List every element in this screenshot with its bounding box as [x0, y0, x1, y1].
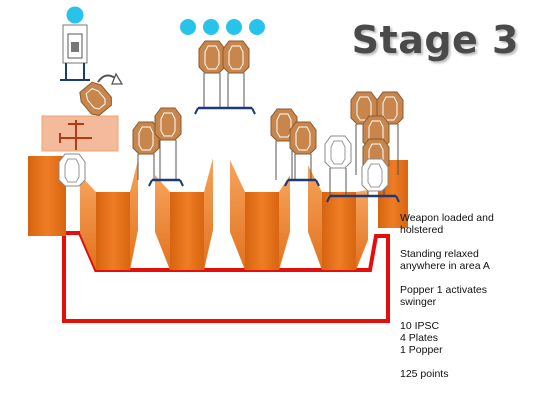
swinger-box: [41, 115, 119, 152]
no-shoot-target: [58, 153, 86, 187]
targets-layer: [58, 40, 404, 203]
target-stand: [284, 178, 320, 187]
points-total: 125 points: [400, 368, 528, 380]
swinger-arm: [59, 120, 92, 150]
plate: [203, 19, 219, 35]
target-count-line: 1 Popper: [400, 344, 443, 356]
start-position-line: Standing relaxed: [400, 248, 479, 260]
target-count-line: 4 Plates: [400, 332, 438, 344]
wall-bay-3: [230, 160, 290, 270]
activation-line: swinger: [400, 296, 437, 308]
activation-line: Popper 1 activates: [400, 284, 487, 296]
target-stand: [194, 106, 256, 115]
wall-bay-1: [80, 160, 138, 270]
activation-note: Popper 1 activates swinger: [400, 284, 528, 308]
points-line: 125 points: [400, 368, 449, 380]
wall-bay-4: [308, 165, 368, 270]
target-count: 10 IPSC 4 Plates 1 Popper: [400, 320, 528, 356]
plate: [226, 19, 242, 35]
plate: [249, 19, 265, 35]
start-position: Standing relaxed anywhere in area A: [400, 248, 528, 272]
no-shoot-target: [324, 135, 352, 196]
ipsc-target: [289, 121, 317, 180]
no-shoot-target: [361, 158, 389, 192]
plate-rack: [180, 19, 265, 35]
plate-rack-left: [66, 6, 84, 24]
stage-title: Stage 3: [351, 18, 519, 62]
target-stand: [326, 194, 400, 203]
ipsc-target: [154, 107, 182, 180]
weapon-condition-line: Weapon loaded and: [400, 212, 494, 224]
target-count-line: 10 IPSC: [400, 320, 440, 332]
plate: [66, 6, 84, 24]
start-position-line: anywhere in area A: [400, 260, 490, 272]
ipsc-target: [222, 40, 250, 108]
weapon-condition: Weapon loaded and holstered: [400, 212, 528, 236]
popper-1: [60, 24, 90, 81]
target-stand: [148, 178, 184, 187]
weapon-condition-line: holstered: [400, 224, 444, 236]
stage-briefing: Weapon loaded and holstered Standing rel…: [400, 212, 528, 380]
rotate-arrow-icon: [97, 72, 124, 85]
ipsc-target: [198, 40, 226, 108]
plate: [180, 19, 196, 35]
swinger-target: [79, 81, 112, 116]
wall-bay-2: [155, 158, 213, 270]
